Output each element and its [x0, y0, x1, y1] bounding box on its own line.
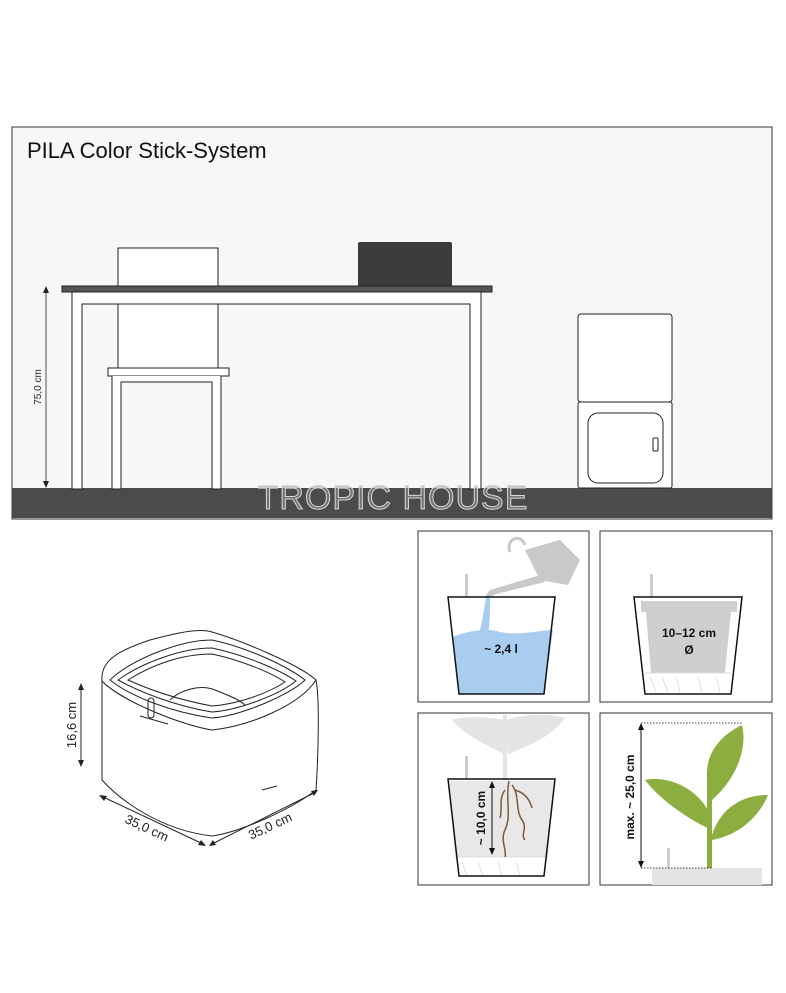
product-dimensions — [78, 683, 318, 846]
panel-water-volume: ~ 2,4 l — [417, 530, 590, 703]
diameter-symbol: Ø — [684, 643, 693, 657]
scene-title: PILA Color Stick-System — [27, 138, 267, 163]
roots-icon — [499, 780, 533, 858]
chair — [107, 247, 230, 490]
desk — [61, 285, 493, 490]
product-height-label: 16,6 cm — [64, 702, 79, 748]
water-fill — [452, 629, 553, 694]
root-depth-label: ~ 10,0 cm — [474, 791, 488, 845]
panel-root-depth: ~ 10,0 cm — [417, 712, 590, 886]
room-scene: PILA Color Stick-System 75,0 cm TROP — [11, 126, 773, 520]
pot-diameter-label: 10–12 cm — [662, 626, 716, 640]
product-drawing — [101, 629, 319, 837]
height-dimension — [43, 286, 49, 488]
panel-max-height: max. ~ 25,0 cm — [599, 712, 773, 886]
ghost-plant-icon — [452, 714, 565, 780]
max-height-label: max. ~ 25,0 cm — [623, 754, 637, 839]
plant-icon — [645, 725, 768, 868]
table-height-label: 75,0 cm — [33, 369, 44, 405]
watermark: TROPIC HOUSE — [258, 479, 529, 517]
watering-can-icon — [484, 536, 580, 598]
panel-pot-diameter: 10–12 cm Ø — [599, 530, 773, 703]
water-volume-label: ~ 2,4 l — [484, 642, 518, 656]
pila-planter-stack — [577, 313, 673, 489]
laptop — [358, 242, 452, 287]
floor — [12, 488, 772, 518]
